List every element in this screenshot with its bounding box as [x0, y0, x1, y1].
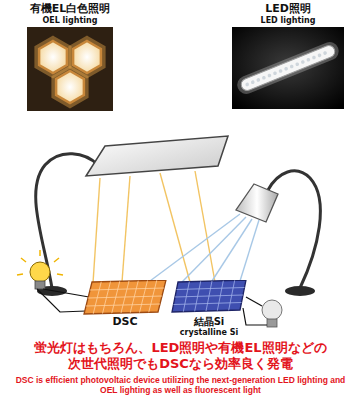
wires: [243, 297, 267, 325]
panel-glow: [54, 69, 85, 105]
english-caption: DSC is efficient photovoltaic device uti…: [16, 375, 346, 395]
blue-light-rays: [150, 214, 259, 282]
led-lighting-photo: LED照明LED lighting: [232, 3, 344, 109]
oel-hex-panel: [56, 71, 84, 103]
light-ray: [212, 219, 252, 281]
cell-grid: [174, 280, 245, 311]
lamp-base: [285, 286, 315, 296]
light-ray: [240, 220, 259, 281]
photo-frame: [27, 27, 113, 111]
cell-grid: [86, 280, 164, 314]
crystalline-si-panel: 結晶Sicrystalline Si: [170, 280, 248, 337]
panel-sublabel: crystalline Si: [170, 328, 248, 337]
bulb-glass: [262, 300, 282, 320]
led-lamp-shade: [236, 184, 278, 222]
lamp-arm: [268, 171, 320, 288]
panel-label: DSC: [82, 316, 168, 329]
oel-hex-panel: [73, 41, 101, 73]
bulb-base: [35, 281, 45, 289]
caption-block: 蛍光灯はもちろん、LED照明や有機EL照明などの 次世代照明でもDSCなら効率良…: [0, 340, 361, 395]
light-ray: [93, 178, 100, 283]
photo-background: [27, 27, 113, 111]
bulb-base: [267, 319, 277, 327]
photo-image: [232, 27, 344, 109]
wires: [37, 289, 89, 312]
light-ray: [122, 176, 130, 282]
panel-image: [82, 280, 168, 316]
unlit-bulb: [262, 300, 282, 327]
dsc-panel: DSC: [82, 280, 168, 329]
oel-panel: [86, 136, 228, 176]
photo-heading: 有機EL白色照明: [27, 3, 113, 16]
photo-subheading: OEL lighting: [27, 16, 113, 25]
photo-image: [27, 27, 113, 111]
photo-background: [232, 27, 344, 109]
light-ray: [150, 214, 240, 281]
panel-image: [170, 280, 248, 316]
photo-frame: [232, 27, 344, 109]
photo-heading: LED照明: [232, 3, 344, 16]
panel-label: 結晶Si: [170, 316, 248, 328]
caption: 蛍光灯はもちろん、LED照明や有機EL照明などの 次世代照明でもDSCなら効率良…: [31, 340, 331, 373]
led-tube: [235, 39, 342, 96]
bulb-glass: [30, 262, 50, 282]
light-ray: [182, 217, 246, 282]
light-ray: [160, 173, 190, 282]
photo-subheading: LED lighting: [232, 16, 344, 25]
solar-cell: [84, 280, 166, 314]
oel-hex-panel: [39, 41, 67, 73]
lit-bulb: [17, 250, 63, 289]
solar-cell: [172, 280, 246, 312]
oel-lighting-photo: 有機EL白色照明OEL lighting: [27, 3, 113, 111]
